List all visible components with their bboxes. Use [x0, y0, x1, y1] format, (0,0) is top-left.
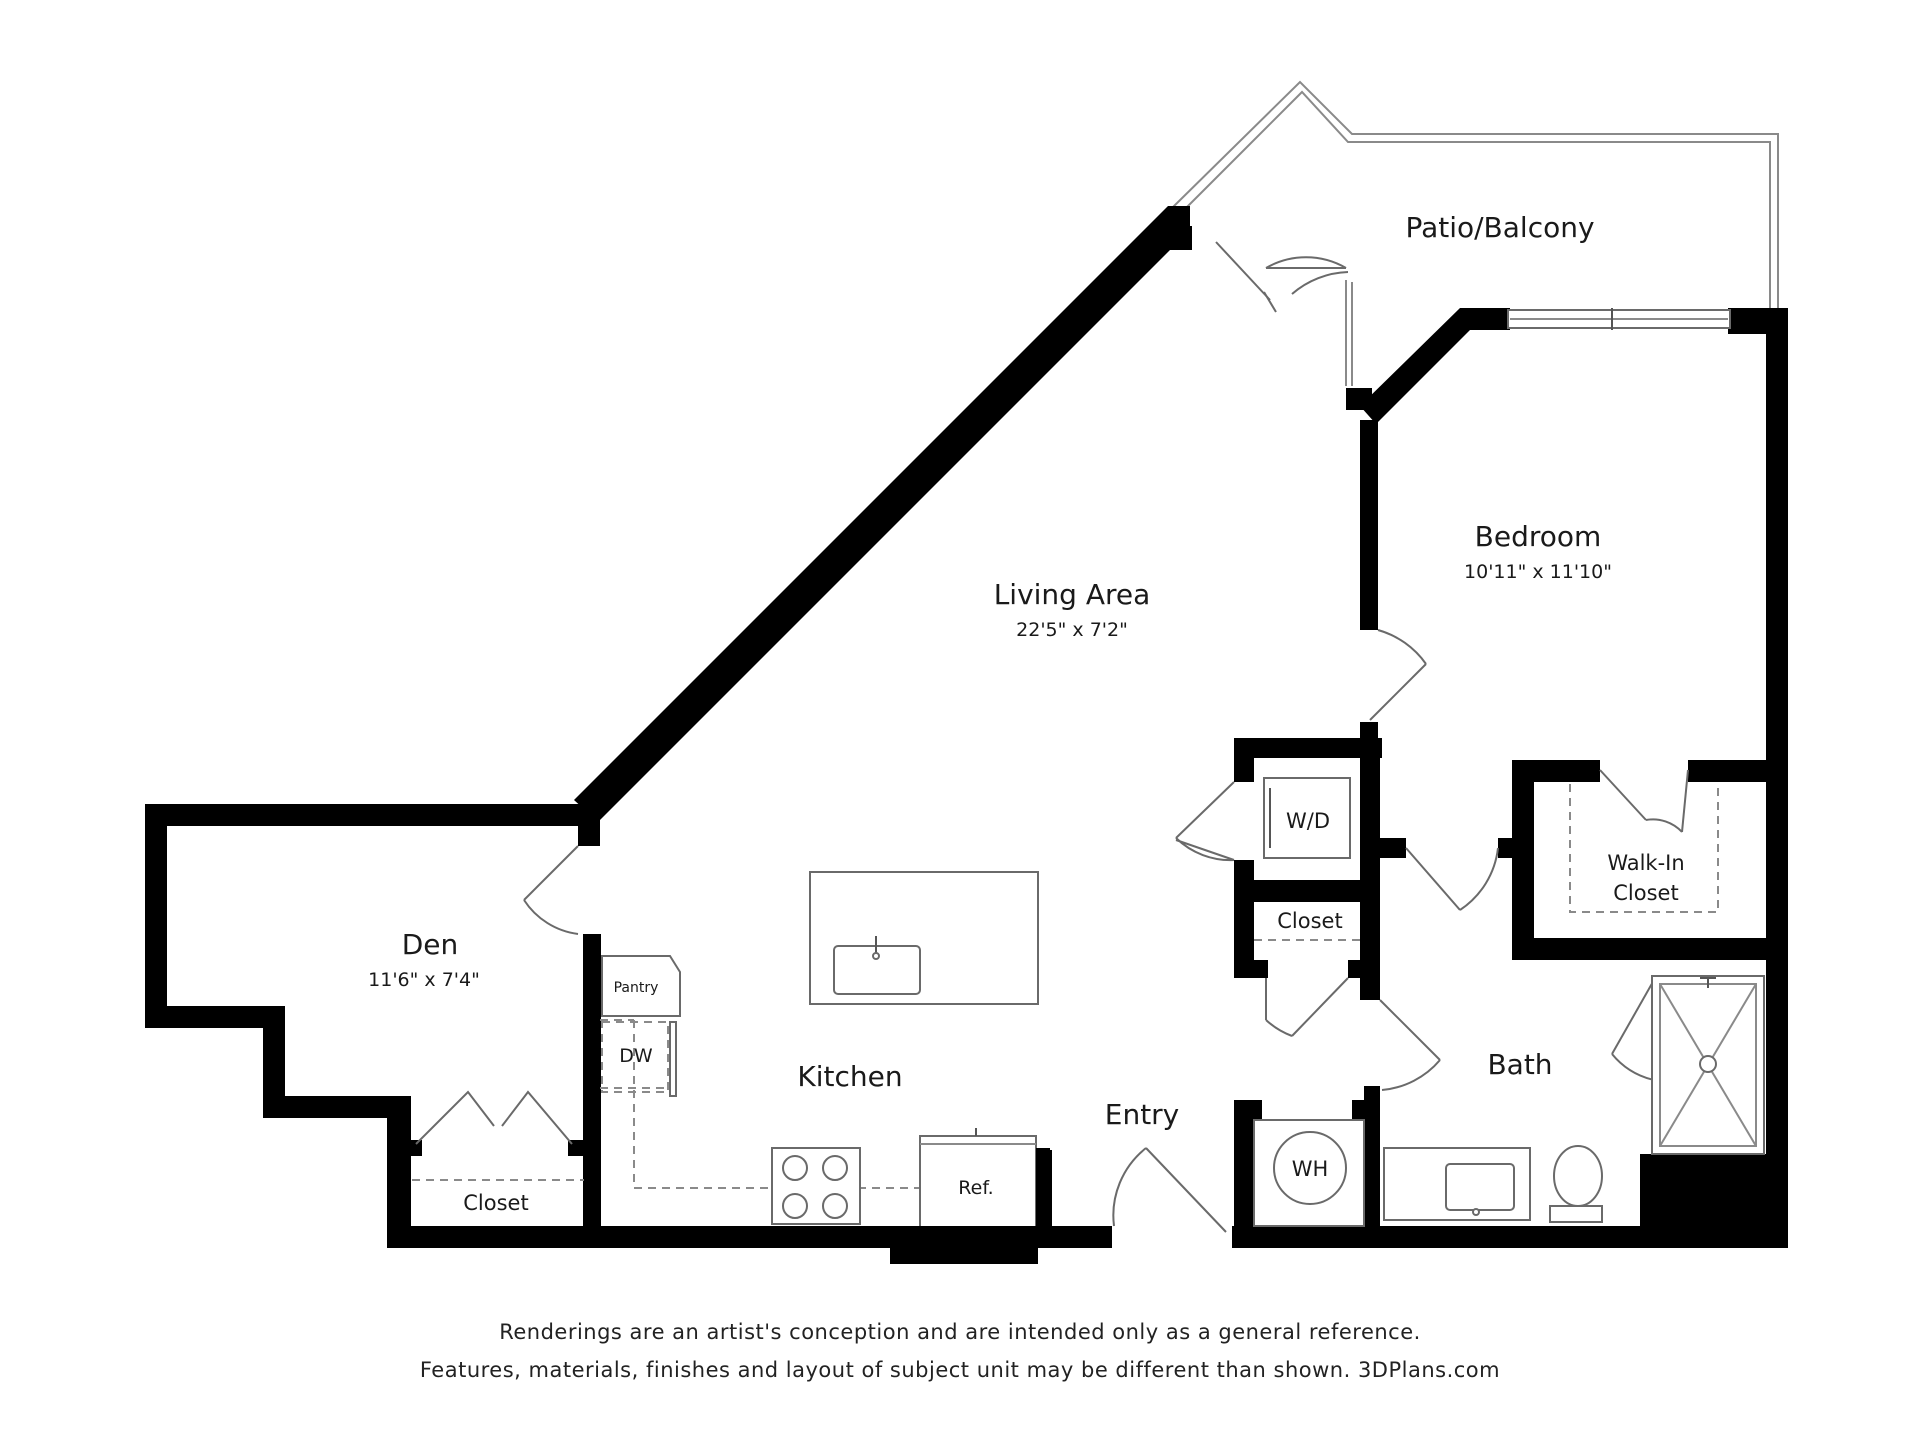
- washer-dryer-label: W/D: [1286, 809, 1330, 833]
- diagonal-wall: [574, 206, 1192, 822]
- toilet-bowl: [1553, 1145, 1603, 1207]
- walkin-shelves: [1569, 784, 1719, 913]
- walls: [145, 206, 1788, 1264]
- den-label: Den: [402, 928, 459, 961]
- bedroom-angled-wall: [1360, 308, 1510, 424]
- patio-outline: [1171, 80, 1779, 386]
- walkin-closet-label-line1: Walk-In: [1607, 851, 1684, 875]
- refrigerator: [919, 1135, 1037, 1229]
- wd-unit: [1263, 777, 1351, 859]
- den-dimensions: 11'6" x 7'4": [368, 969, 480, 991]
- bedroom-dimensions: 10'11" x 11'10": [1464, 561, 1612, 583]
- kitchen-fixtures: [600, 871, 1050, 1264]
- kitchen-label: Kitchen: [797, 1060, 902, 1093]
- pantry-cabinet: [601, 955, 681, 1017]
- den-top-wall: [145, 804, 600, 826]
- patio-label: Patio/Balcony: [1405, 211, 1594, 244]
- bath-fixtures: [1383, 975, 1765, 1223]
- walkin-closet-label-line2: Closet: [1613, 881, 1678, 905]
- refrigerator-label: Ref.: [958, 1177, 993, 1199]
- pantry-label: Pantry: [614, 980, 659, 996]
- den-left-wall: [145, 804, 167, 1028]
- living-area-dimensions: 22'5" x 7'2": [1016, 619, 1128, 641]
- bottom-wall-left: [387, 1226, 917, 1248]
- doors: [415, 241, 1689, 1233]
- bath-label: Bath: [1487, 1048, 1552, 1081]
- bedroom-label: Bedroom: [1475, 520, 1602, 553]
- living-area-label: Living Area: [994, 578, 1151, 611]
- disclaimer-line-1: Renderings are an artist's conception an…: [499, 1320, 1421, 1344]
- toilet-tank: [1549, 1205, 1603, 1223]
- hall-closet-label: Closet: [1277, 909, 1342, 933]
- water-heater-label: WH: [1292, 1157, 1329, 1181]
- windows: [1507, 308, 1731, 330]
- den-closet-label: Closet: [463, 1191, 528, 1215]
- disclaimer-line-2: Features, materials, finishes and layout…: [419, 1358, 1501, 1382]
- entry-label: Entry: [1105, 1098, 1180, 1131]
- bath-sink: [1445, 1163, 1515, 1211]
- dishwasher: [601, 1021, 669, 1093]
- water-heater: [1253, 1119, 1365, 1227]
- dishwasher-label: DW: [619, 1045, 653, 1067]
